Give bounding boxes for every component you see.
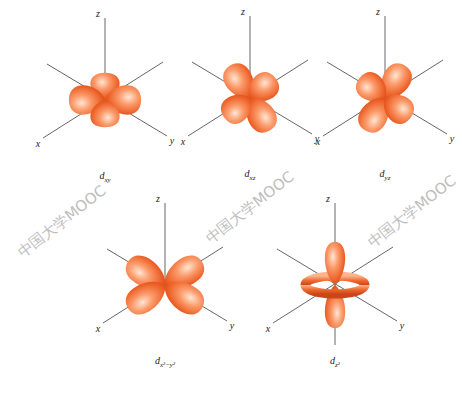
dx2-y2-orbital: [103, 203, 227, 323]
dz2-orbital: [273, 203, 397, 345]
dxy-orbital: [43, 18, 167, 138]
orbital-label: dx²−y²: [155, 356, 175, 366]
dyz-orbital: [323, 16, 447, 138]
orbital-label: dxz: [245, 169, 256, 179]
orbital-label: dz²: [330, 356, 340, 366]
axis-label: z: [326, 194, 330, 204]
axis-label: x: [181, 137, 185, 147]
dxz-orbital: [188, 16, 312, 138]
axis-label: y: [230, 321, 234, 331]
axis-label: x: [96, 324, 100, 334]
axis-label: z: [156, 194, 160, 204]
axis-label: x: [316, 137, 320, 147]
axis-label: x: [36, 139, 40, 149]
axis-label: z: [96, 9, 100, 19]
axis-label: z: [241, 7, 245, 17]
axis-label: y: [400, 321, 404, 331]
axis-label: y: [450, 134, 454, 144]
watermark: 中国大学MOOC: [15, 183, 109, 261]
axis-label: y: [170, 136, 174, 146]
axis-label: z: [376, 7, 380, 17]
axis-label: x: [266, 324, 270, 334]
orbital-label: dyz: [380, 169, 391, 179]
watermark: 中国大学MOOC: [365, 173, 459, 251]
orbital-label: dxy: [99, 171, 110, 181]
